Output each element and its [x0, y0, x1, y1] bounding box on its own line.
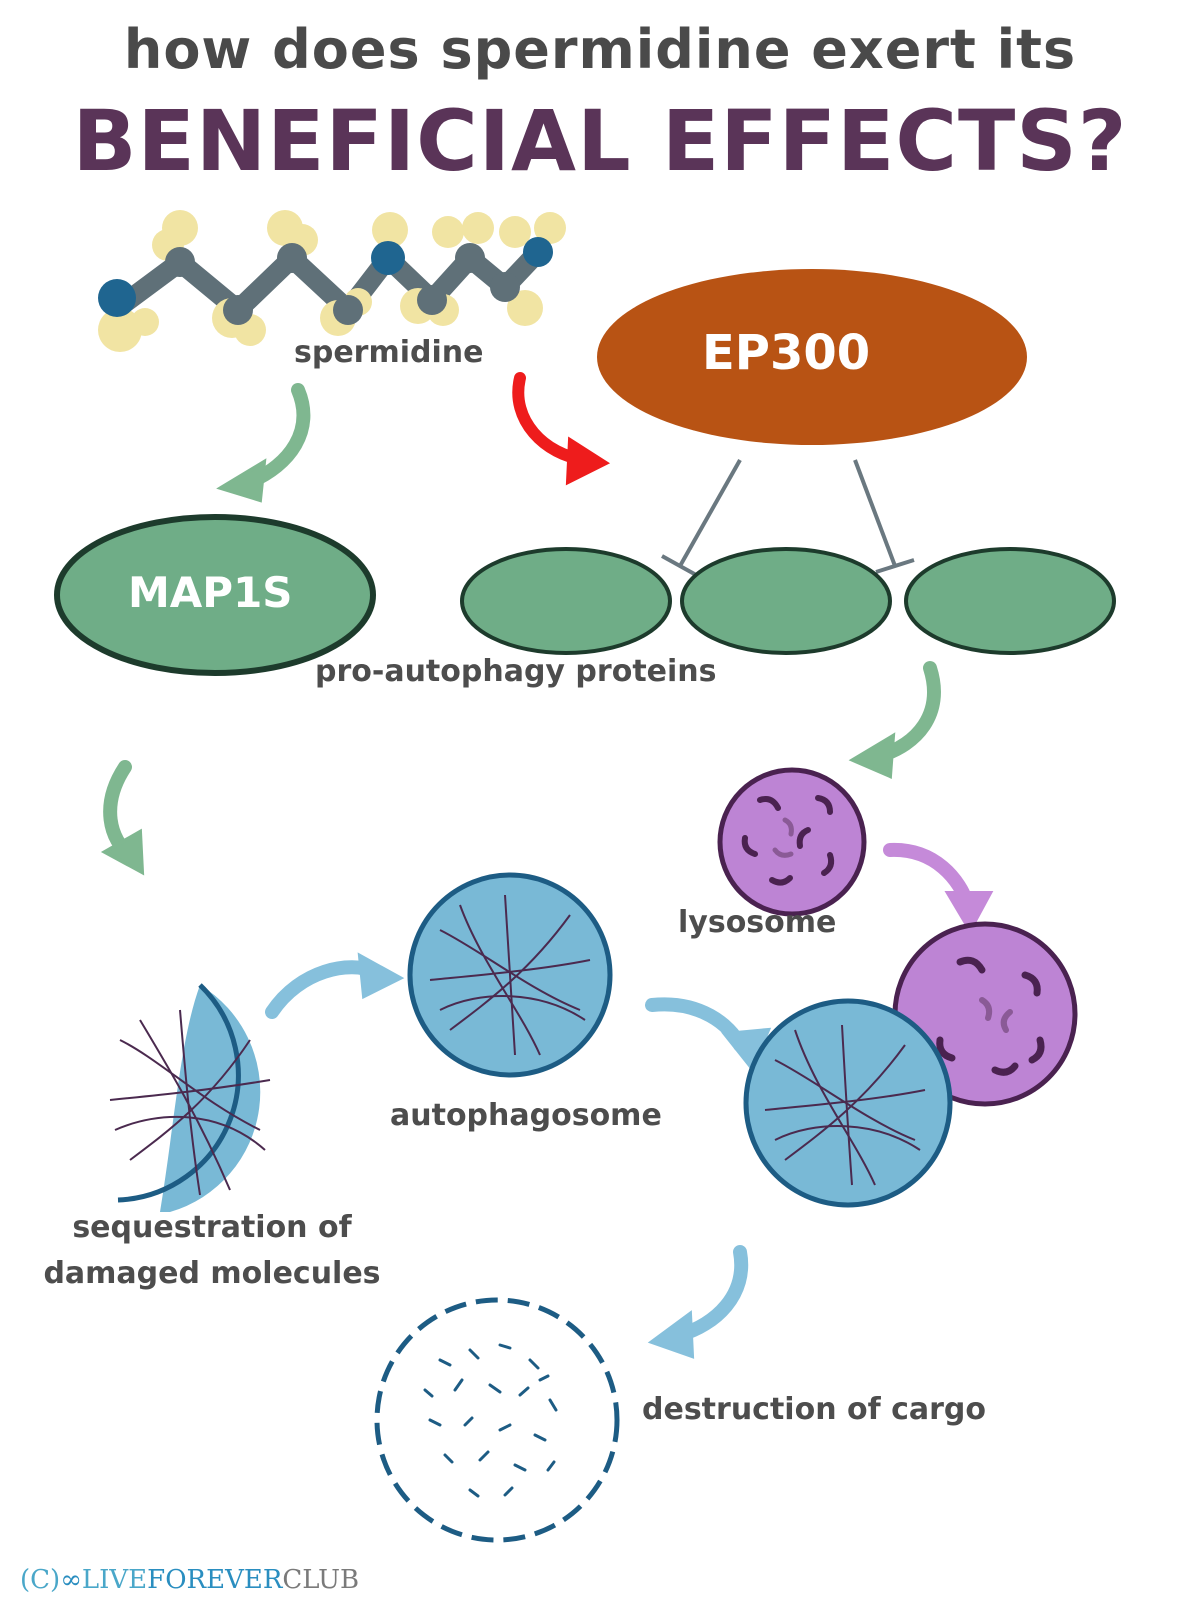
protein-1 — [460, 547, 672, 655]
arrow-head-1 — [216, 458, 267, 503]
brand-live: LIVE — [81, 1565, 148, 1595]
spermidine-molecule-icon — [98, 210, 566, 352]
lysosome-label: lysosome — [678, 905, 837, 940]
destruction-label: destruction of cargo — [642, 1392, 987, 1427]
title-line-2: BENEFICIAL EFFECTS? — [72, 92, 1128, 190]
phagophore-icon — [109, 983, 271, 1212]
arrow-head-2 — [565, 436, 611, 486]
protein-2 — [680, 547, 892, 655]
arrow-head-5 — [944, 891, 994, 935]
autophagosome-label: autophagosome — [390, 1098, 662, 1133]
brand-forever: FOREVER — [147, 1565, 283, 1595]
infinity-logo-icon: ∞ — [60, 1565, 82, 1595]
arrow-head-6 — [357, 952, 405, 1000]
copyright-text: (C) — [20, 1565, 61, 1595]
arrow-head-8 — [647, 1310, 695, 1359]
autolysosome-icon — [743, 998, 953, 1208]
pro-autophagy-label: pro-autophagy proteins — [315, 654, 717, 689]
arrow-head-4 — [848, 732, 896, 779]
footer-brand: (C)∞LIVEFOREVERCLUB — [20, 1565, 359, 1595]
ep300-node — [597, 269, 1027, 445]
arrow-head-3 — [100, 828, 145, 876]
protein-3 — [904, 547, 1116, 655]
degraded-cargo-icon — [374, 1297, 620, 1543]
lysosome-icon — [717, 767, 867, 917]
brand-club: CLUB — [282, 1565, 360, 1595]
arrow-sequestration-autophagosome — [265, 960, 382, 1019]
ep300-label: EP300 — [702, 325, 871, 381]
map1s-node — [54, 514, 376, 676]
spermidine-label: spermidine — [294, 335, 484, 370]
sequestration-label: sequestration of damaged molecules — [43, 1210, 381, 1291]
title-line-1: how does spermidine exert its — [123, 18, 1077, 81]
autophagosome-icon — [407, 872, 613, 1078]
map1s-label: MAP1S — [128, 568, 293, 617]
inhibition-arrows — [661, 459, 915, 578]
pro-autophagy-proteins — [460, 547, 1116, 655]
